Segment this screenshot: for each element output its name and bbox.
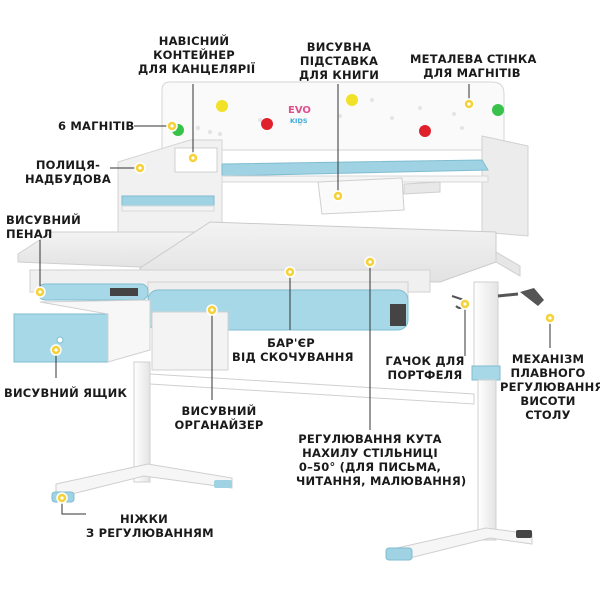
metal-wall [161,81,505,151]
crank-handle [497,288,544,306]
top-shelf [221,159,489,183]
label-drawer: ВИСУВНИЙ ЯЩИК [4,386,128,400]
pencil-case [37,283,149,301]
label-metal-wall: МЕТАЛЕВА СТІНКА ДЛЯ МАГНІТІВ [410,52,537,80]
label-pencil-case: ВИСУВНИЙ ПЕНАЛ [6,213,81,241]
markers [34,98,556,504]
leader-lines [39,84,551,515]
organizer-box [151,311,229,371]
magnet-yellow-1 [216,100,228,112]
label-barrier: БАР'ЄР ВІД СКОЧУВАННЯ [232,336,354,364]
label-mechanism: МЕХАНІЗМ ПЛАВНОГО РЕГУЛЮВАННЯ ВИСОТИ СТО… [500,352,600,422]
crossbar [149,373,475,405]
magnet-green-1 [492,104,504,116]
logo-sub: KIDS [290,117,308,125]
right-leg [385,281,533,561]
label-tilt: РЕГУЛЮВАННЯ КУТА НАХИЛУ СТІЛЬНИЦІ 0–50° … [296,432,467,488]
magnet-red-1 [261,118,273,130]
hutch-side-right [481,135,529,237]
magnets [172,94,504,137]
logo: EVO KIDS [288,105,311,125]
label-shelf: ПОЛИЦЯ- НАДБУДОВА [25,158,111,186]
book-stand [317,177,441,215]
magnet-yellow-2 [346,94,358,106]
logo-text: EVO [288,105,311,116]
magnet-red-2 [419,125,431,137]
label-organizer: ВИСУВНИЙ ОРГАНАЙЗЕР [174,404,264,432]
label-legs: НІЖКИ З РЕГУЛЮВАННЯМ [86,512,214,540]
label-magnets: 6 МАГНІТІВ [58,119,135,133]
drawer [13,299,151,363]
label-hook: ГАЧОК ДЛЯ ПОРТФЕЛЯ [385,354,465,382]
label-pencil-container: НАВІСНИЙ КОНТЕЙНЕР ДЛЯ КАНЦЕЛЯРІЇ [138,34,256,76]
label-book-stand: ВИСУВНА ПІДСТАВКА ДЛЯ КНИГИ [298,40,380,82]
left-leg [51,361,233,503]
left-shelf [121,195,215,212]
